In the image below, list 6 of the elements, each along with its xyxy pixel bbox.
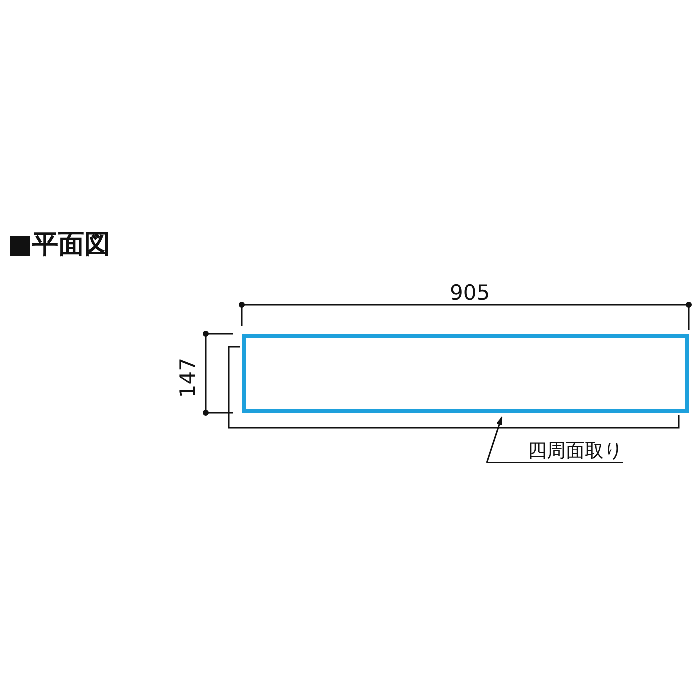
- dimension-label: 147: [178, 358, 199, 398]
- dimension-label: 905: [450, 283, 490, 304]
- callout-text: 四周面取り: [487, 438, 623, 463]
- board-outline: [242, 334, 689, 413]
- drawing-title: ■平面図: [8, 232, 111, 258]
- leader-line: [486, 416, 503, 464]
